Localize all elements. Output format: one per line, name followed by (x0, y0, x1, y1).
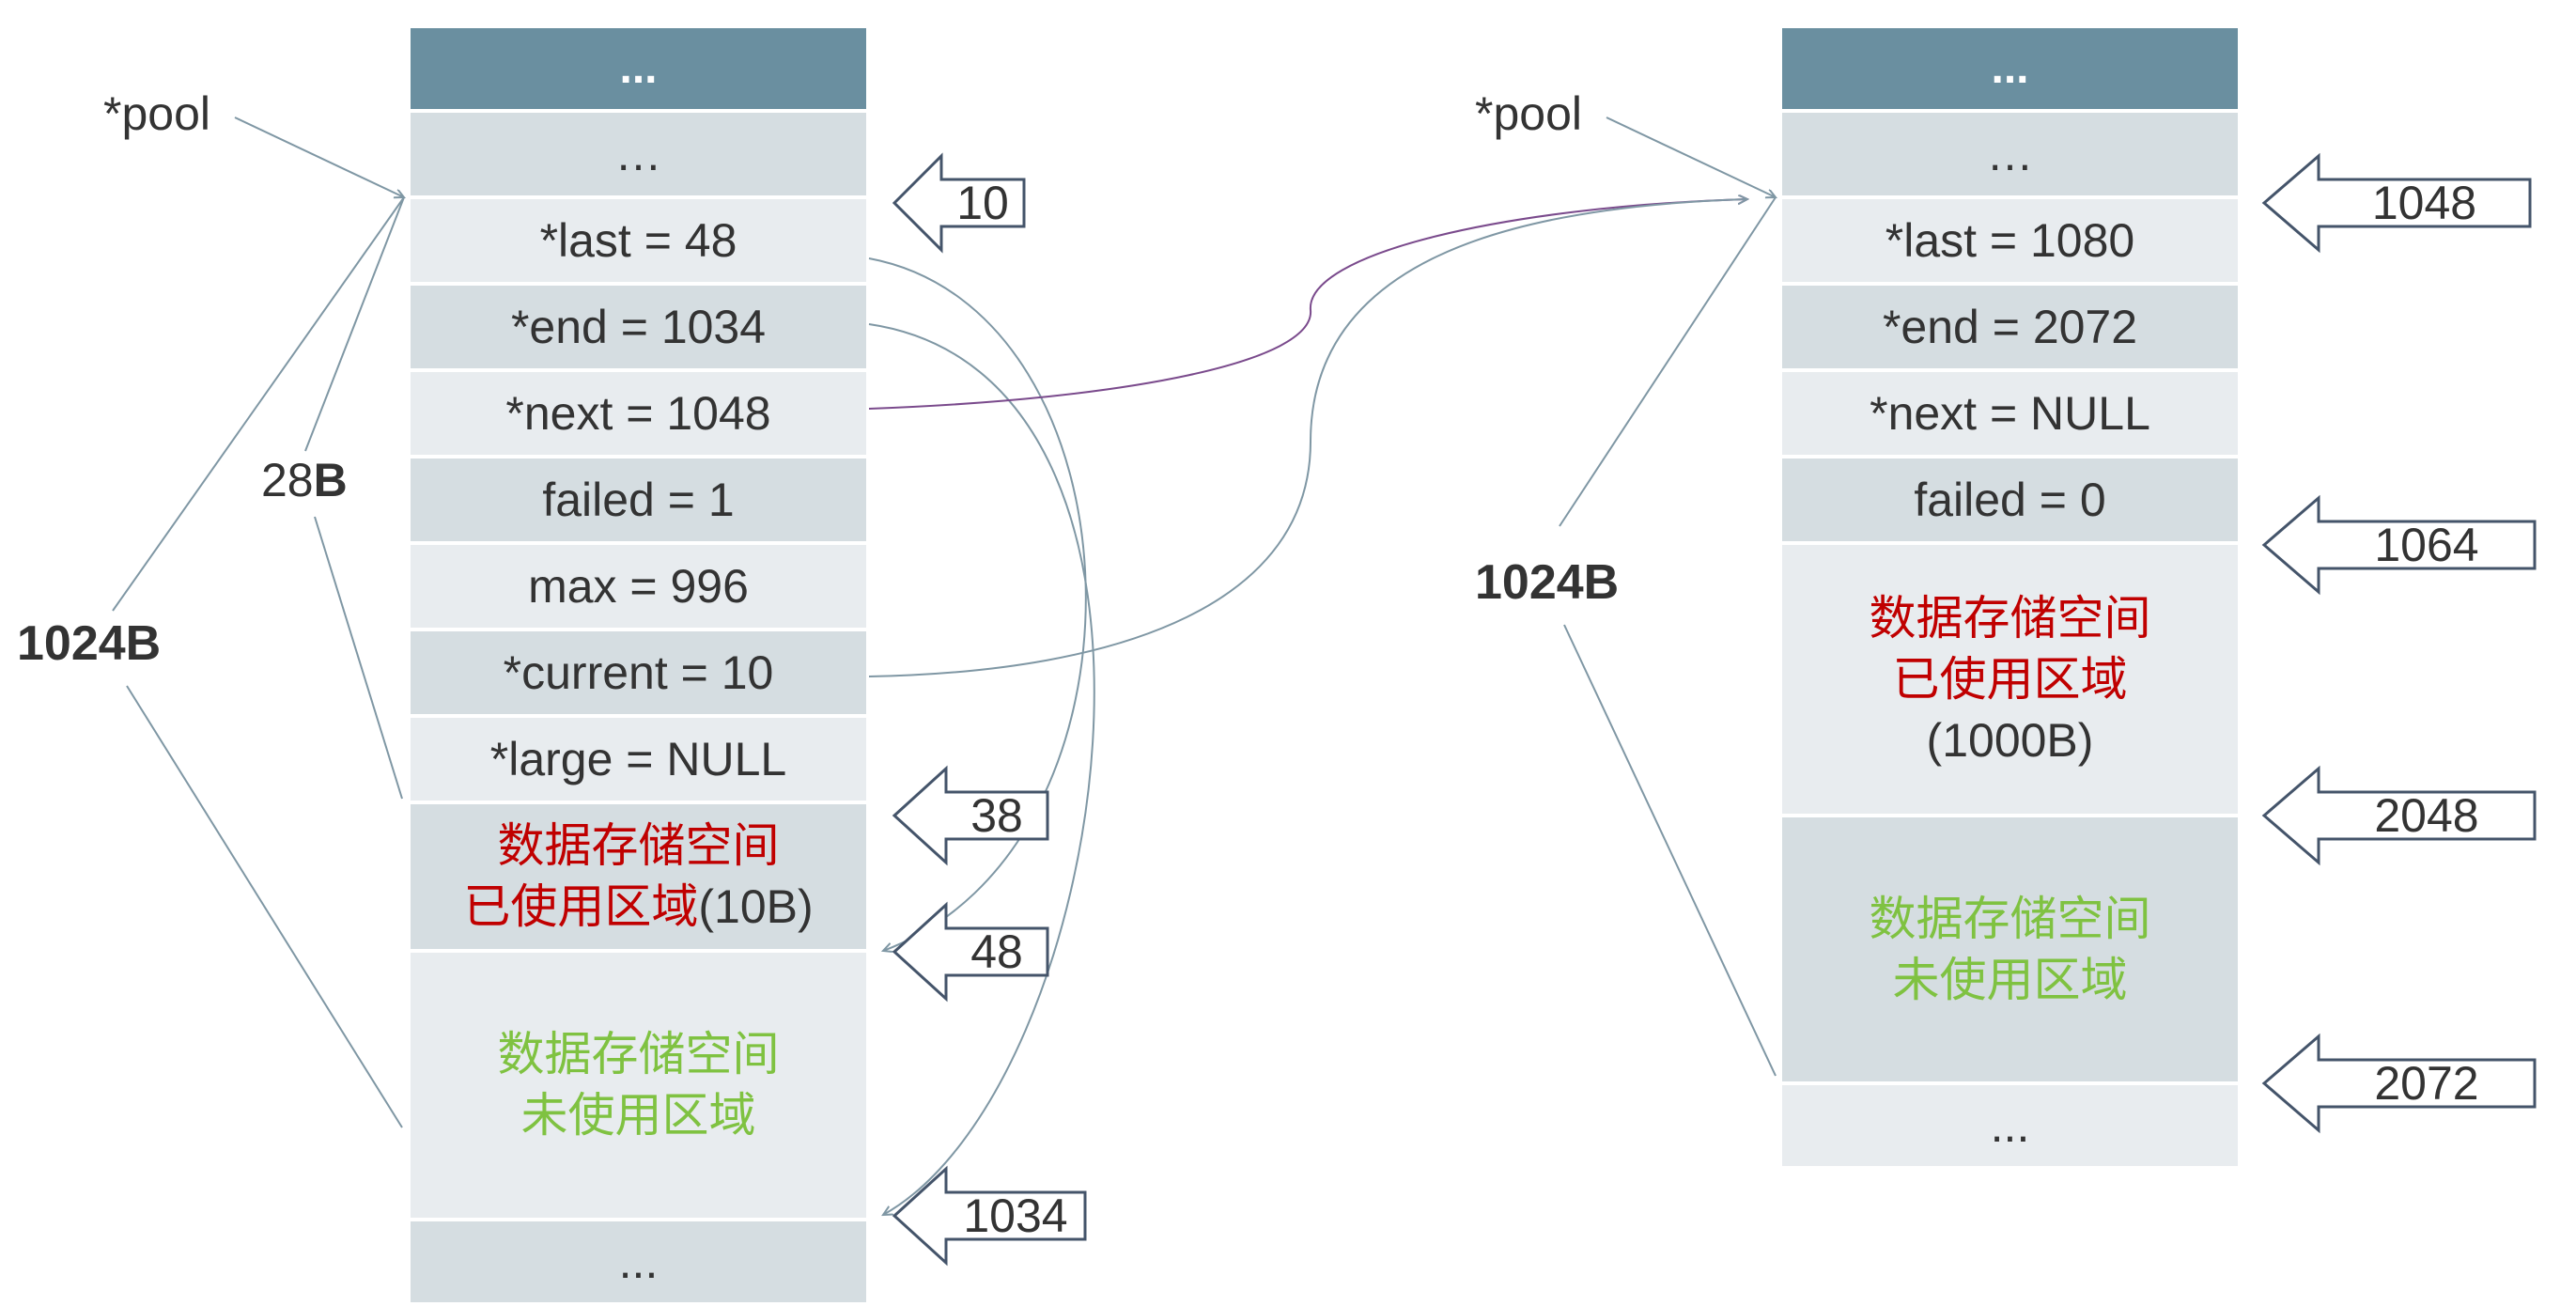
left-unused-line2: 未使用区域 (520, 1089, 756, 1142)
offset-arrow-2048: 2048 (2261, 765, 2537, 866)
right-cell-next: *next = NULL (1782, 372, 2238, 459)
left-cell-current: *current = 10 (411, 631, 866, 718)
offset-arrow-2072: 2072 (2261, 1033, 2537, 1134)
offset-arrow-38: 38 (892, 765, 1049, 866)
left-28b-label: 28B (261, 453, 348, 507)
left-28b-number: 28 (261, 454, 314, 506)
right-block-header: ... (1782, 28, 2238, 113)
left-1024b-label: 1024B (17, 616, 162, 671)
offset-label-2072: 2072 (2374, 1057, 2479, 1110)
offset-label-48: 48 (970, 925, 1023, 978)
left-used-line1: 数据存储空间 (497, 819, 780, 872)
right-1024b-label: 1024B (1475, 555, 1620, 610)
offset-arrow-10: 10 (892, 152, 1026, 254)
right-used-region: 数据存储空间 已使用区域 (1000B) (1782, 545, 2238, 817)
offset-label-38: 38 (970, 789, 1023, 842)
left-block-tail: ... (411, 1221, 866, 1306)
left-1024b-bracket-upper (112, 196, 405, 612)
offset-label-2048: 2048 (2374, 789, 2479, 842)
right-cell-end: *end = 2072 (1782, 286, 2238, 372)
left-cell-large: *large = NULL (411, 718, 866, 804)
left-pool-pointer-line (234, 117, 404, 197)
offset-arrow-1064: 1064 (2261, 494, 2537, 596)
left-unused-line1: 数据存储空间 (497, 1028, 780, 1081)
right-used-line1: 数据存储空间 (1869, 591, 2151, 645)
left-cell-ellipsis: … (411, 113, 866, 199)
left-cell-next: *next = 1048 (411, 372, 866, 459)
right-1024b-bracket-lower (1563, 624, 1777, 1077)
offset-label-10: 10 (956, 177, 1009, 229)
left-used-size: (10B) (698, 880, 814, 933)
right-unused-line1: 数据存储空间 (1869, 892, 2151, 945)
offset-label-1034: 1034 (963, 1189, 1068, 1242)
right-1024b-bracket-upper (1559, 196, 1777, 527)
left-used-line2: 已使用区域 (463, 880, 699, 933)
left-28b-bracket-upper (304, 196, 405, 452)
offset-arrow-1034: 1034 (892, 1165, 1087, 1267)
right-pool-pointer-line (1606, 117, 1776, 197)
offset-arrow-48: 48 (892, 901, 1049, 1003)
right-used-line2: 已使用区域 (1892, 652, 2128, 706)
right-cell-failed: failed = 0 (1782, 459, 2238, 545)
left-unused-region: 数据存储空间 未使用区域 (411, 953, 866, 1221)
left-1024b-bracket-lower (126, 685, 403, 1128)
right-unused-region: 数据存储空间 未使用区域 (1782, 817, 2238, 1085)
next-to-right-pool-curve (868, 199, 1747, 410)
right-block-tail: ... (1782, 1085, 2238, 1170)
left-memory-block: ... … *last = 48 *end = 1034 *next = 104… (411, 28, 866, 1306)
current-to-right-pool-curve (868, 199, 1747, 677)
left-28b-unit: B (313, 454, 348, 506)
end-to-1034-curve (868, 323, 1095, 1215)
offset-label-1048: 1048 (2371, 177, 2477, 229)
offset-label-1064: 1064 (2374, 519, 2479, 571)
right-pool-label: *pool (1475, 87, 1582, 140)
right-memory-block: ... … *last = 1080 *end = 2072 *next = N… (1782, 28, 2238, 1170)
right-unused-line2: 未使用区域 (1892, 953, 2128, 1006)
left-cell-end: *end = 1034 (411, 286, 866, 372)
right-cell-last: *last = 1080 (1782, 199, 2238, 286)
offset-arrow-1048: 1048 (2261, 152, 2532, 254)
right-used-size: (1000B) (1926, 713, 2094, 767)
left-28b-bracket-lower (314, 516, 403, 800)
left-block-header: ... (411, 28, 866, 113)
left-pool-label: *pool (103, 87, 210, 140)
left-cell-max: max = 996 (411, 545, 866, 631)
left-cell-last: *last = 48 (411, 199, 866, 286)
left-cell-failed: failed = 1 (411, 459, 866, 545)
right-cell-ellipsis: … (1782, 113, 2238, 199)
left-used-region: 数据存储空间 已使用区域(10B) (411, 804, 866, 953)
